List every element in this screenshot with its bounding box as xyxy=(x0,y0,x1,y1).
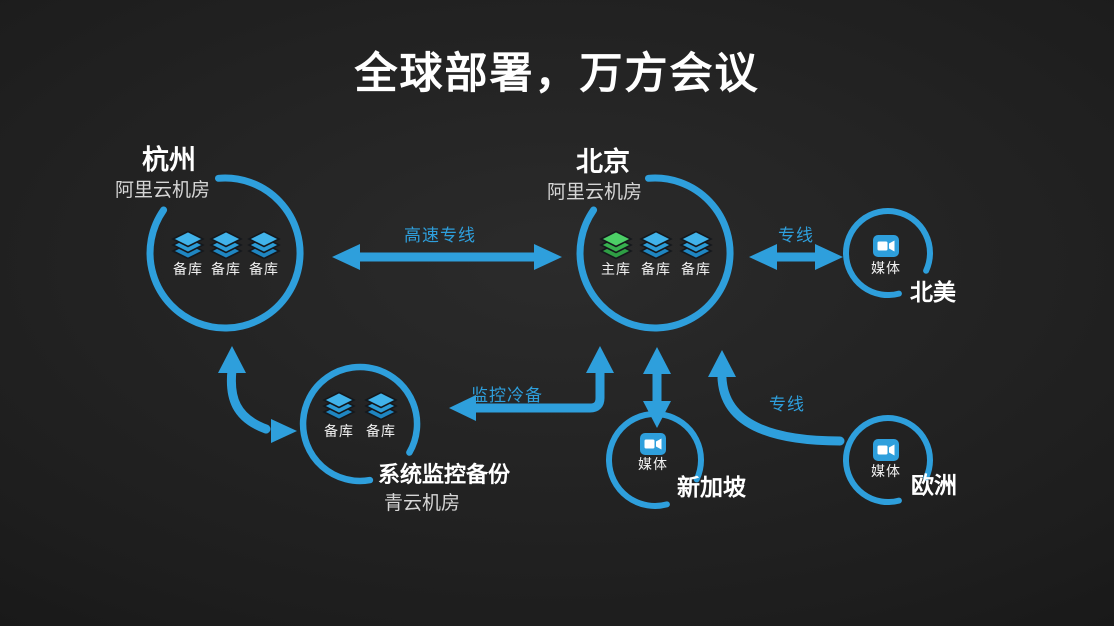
node-subtitle-monitor: 青云机房 xyxy=(384,492,461,514)
media-label: 媒体 xyxy=(871,261,901,277)
beijing-circle-arc xyxy=(576,174,734,332)
backup-db-icon xyxy=(323,391,355,421)
backup-db-icon xyxy=(210,230,242,260)
arrowhead-left xyxy=(449,395,476,421)
node-subtitle-beijing: 阿里云机房 xyxy=(547,181,643,203)
link-hangzhou-beijing xyxy=(332,244,562,270)
node-name-hangzhou: 杭州 xyxy=(142,145,196,176)
arrowhead-up xyxy=(218,346,246,373)
node-name-north-america: 北美 xyxy=(910,280,956,306)
node-name-europe: 欧洲 xyxy=(911,473,957,499)
backup-db-icon xyxy=(365,391,397,421)
node-name-beijing: 北京 xyxy=(576,147,630,178)
backup-db-icon xyxy=(172,230,204,260)
db-label: 备库 xyxy=(173,262,203,278)
link-label-dedicated-line-eu: 专线 xyxy=(769,395,805,415)
link-beijing-monitor xyxy=(449,346,614,421)
arrowhead-up xyxy=(643,347,671,374)
db-label: 主库 xyxy=(601,262,631,278)
db-label: 备库 xyxy=(641,262,671,278)
hangzhou-circle-arc xyxy=(146,174,304,332)
db-label: 备库 xyxy=(366,424,396,440)
arrowhead-right xyxy=(534,244,562,270)
media-label: 媒体 xyxy=(871,464,901,480)
arrowhead-right xyxy=(815,244,843,270)
db-label: 备库 xyxy=(249,262,279,278)
arrowhead-down xyxy=(643,401,671,428)
link-label-highspeed-line: 高速专线 xyxy=(404,226,476,246)
db-label: 备库 xyxy=(681,262,711,278)
link-label-dedicated-line-na: 专线 xyxy=(778,226,814,246)
arrowhead-up xyxy=(708,350,736,377)
media-camera-icon xyxy=(873,439,899,461)
singapore-circle-arc xyxy=(606,410,704,509)
north-america-circle-arc xyxy=(843,208,933,299)
media-camera-icon xyxy=(640,433,666,455)
link-beijing-singapore xyxy=(643,347,671,428)
europe-circle-arc xyxy=(843,415,933,506)
arrowhead-right xyxy=(271,419,297,443)
db-label: 备库 xyxy=(324,424,354,440)
backup-db-icon xyxy=(248,230,280,260)
node-name-monitor: 系统监控备份 xyxy=(378,463,511,488)
backup-db-icon xyxy=(640,230,672,260)
node-name-singapore: 新加坡 xyxy=(677,475,746,501)
arrowhead-up xyxy=(586,346,614,373)
arrowhead-left xyxy=(332,244,360,270)
slide-title: 全球部署，万方会议 xyxy=(354,49,760,99)
media-label: 媒体 xyxy=(638,457,668,473)
primary-db-icon xyxy=(600,230,632,260)
monitor-circle-arc xyxy=(299,363,421,485)
backup-db-icon xyxy=(680,230,712,260)
link-hangzhou-monitor xyxy=(218,346,297,443)
link-label-monitor-cold-backup: 监控冷备 xyxy=(471,386,543,406)
media-camera-icon xyxy=(873,235,899,257)
link-europe-beijing xyxy=(708,350,845,446)
link-beijing-north-america xyxy=(749,244,843,270)
db-label: 备库 xyxy=(211,262,241,278)
arrowhead-left xyxy=(749,244,777,270)
node-subtitle-hangzhou: 阿里云机房 xyxy=(115,179,211,201)
